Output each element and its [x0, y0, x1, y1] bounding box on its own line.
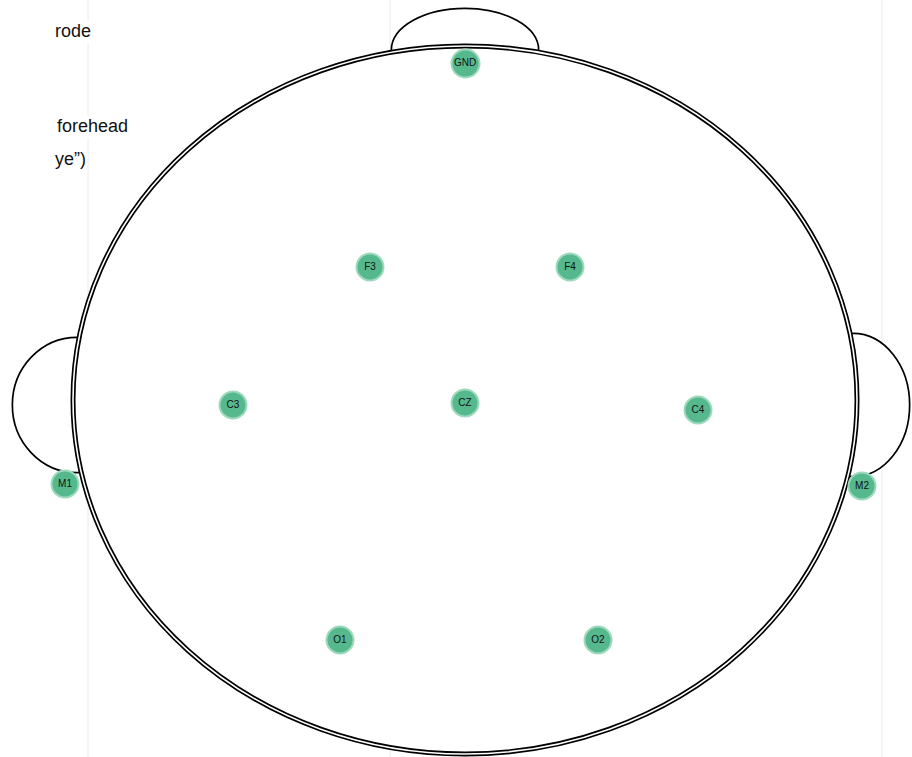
electrode-disc	[451, 49, 479, 77]
electrode-circle: C4	[683, 395, 713, 425]
electrode-disc	[685, 397, 712, 424]
head-outline	[73, 46, 857, 754]
electrode-name: M1	[58, 479, 72, 489]
electrode-circle: O2	[583, 625, 613, 655]
electrode-circle: F3	[355, 252, 385, 282]
electrode-name: O2	[591, 635, 604, 645]
electrode-circle: GND	[450, 48, 481, 79]
electrode-circle: M1	[50, 469, 80, 499]
electrode-name: CZ	[458, 398, 471, 408]
head-outline	[73, 46, 857, 754]
electrode-name: C4	[692, 405, 705, 415]
caption-fragment: ye”)	[55, 149, 86, 171]
electrode-name: O1	[333, 635, 346, 645]
electrode-circle: M2	[847, 471, 877, 501]
caption-fragment: forehead	[57, 116, 128, 138]
electrode-disc	[585, 627, 612, 654]
electrode-disc	[357, 254, 384, 281]
electrode-circle: C3	[218, 390, 248, 420]
electrode-circle: CZ	[450, 388, 480, 418]
electrode-circle: O1	[325, 625, 355, 655]
electrode-name: M2	[855, 481, 869, 491]
electrode-disc	[220, 392, 247, 419]
electrode-disc	[52, 471, 79, 498]
head	[73, 46, 857, 754]
electrode-name: F4	[564, 262, 576, 272]
electrode-circle: F4	[555, 252, 585, 282]
electrode-name: C3	[227, 400, 240, 410]
electrode-name: GND	[454, 58, 476, 68]
electrode-disc	[557, 254, 584, 281]
caption-fragment: rode	[55, 21, 91, 43]
electrode-name: F3	[364, 262, 376, 272]
electrode-disc	[327, 627, 354, 654]
electrode-disc	[452, 390, 479, 417]
electrode-disc	[849, 473, 876, 500]
